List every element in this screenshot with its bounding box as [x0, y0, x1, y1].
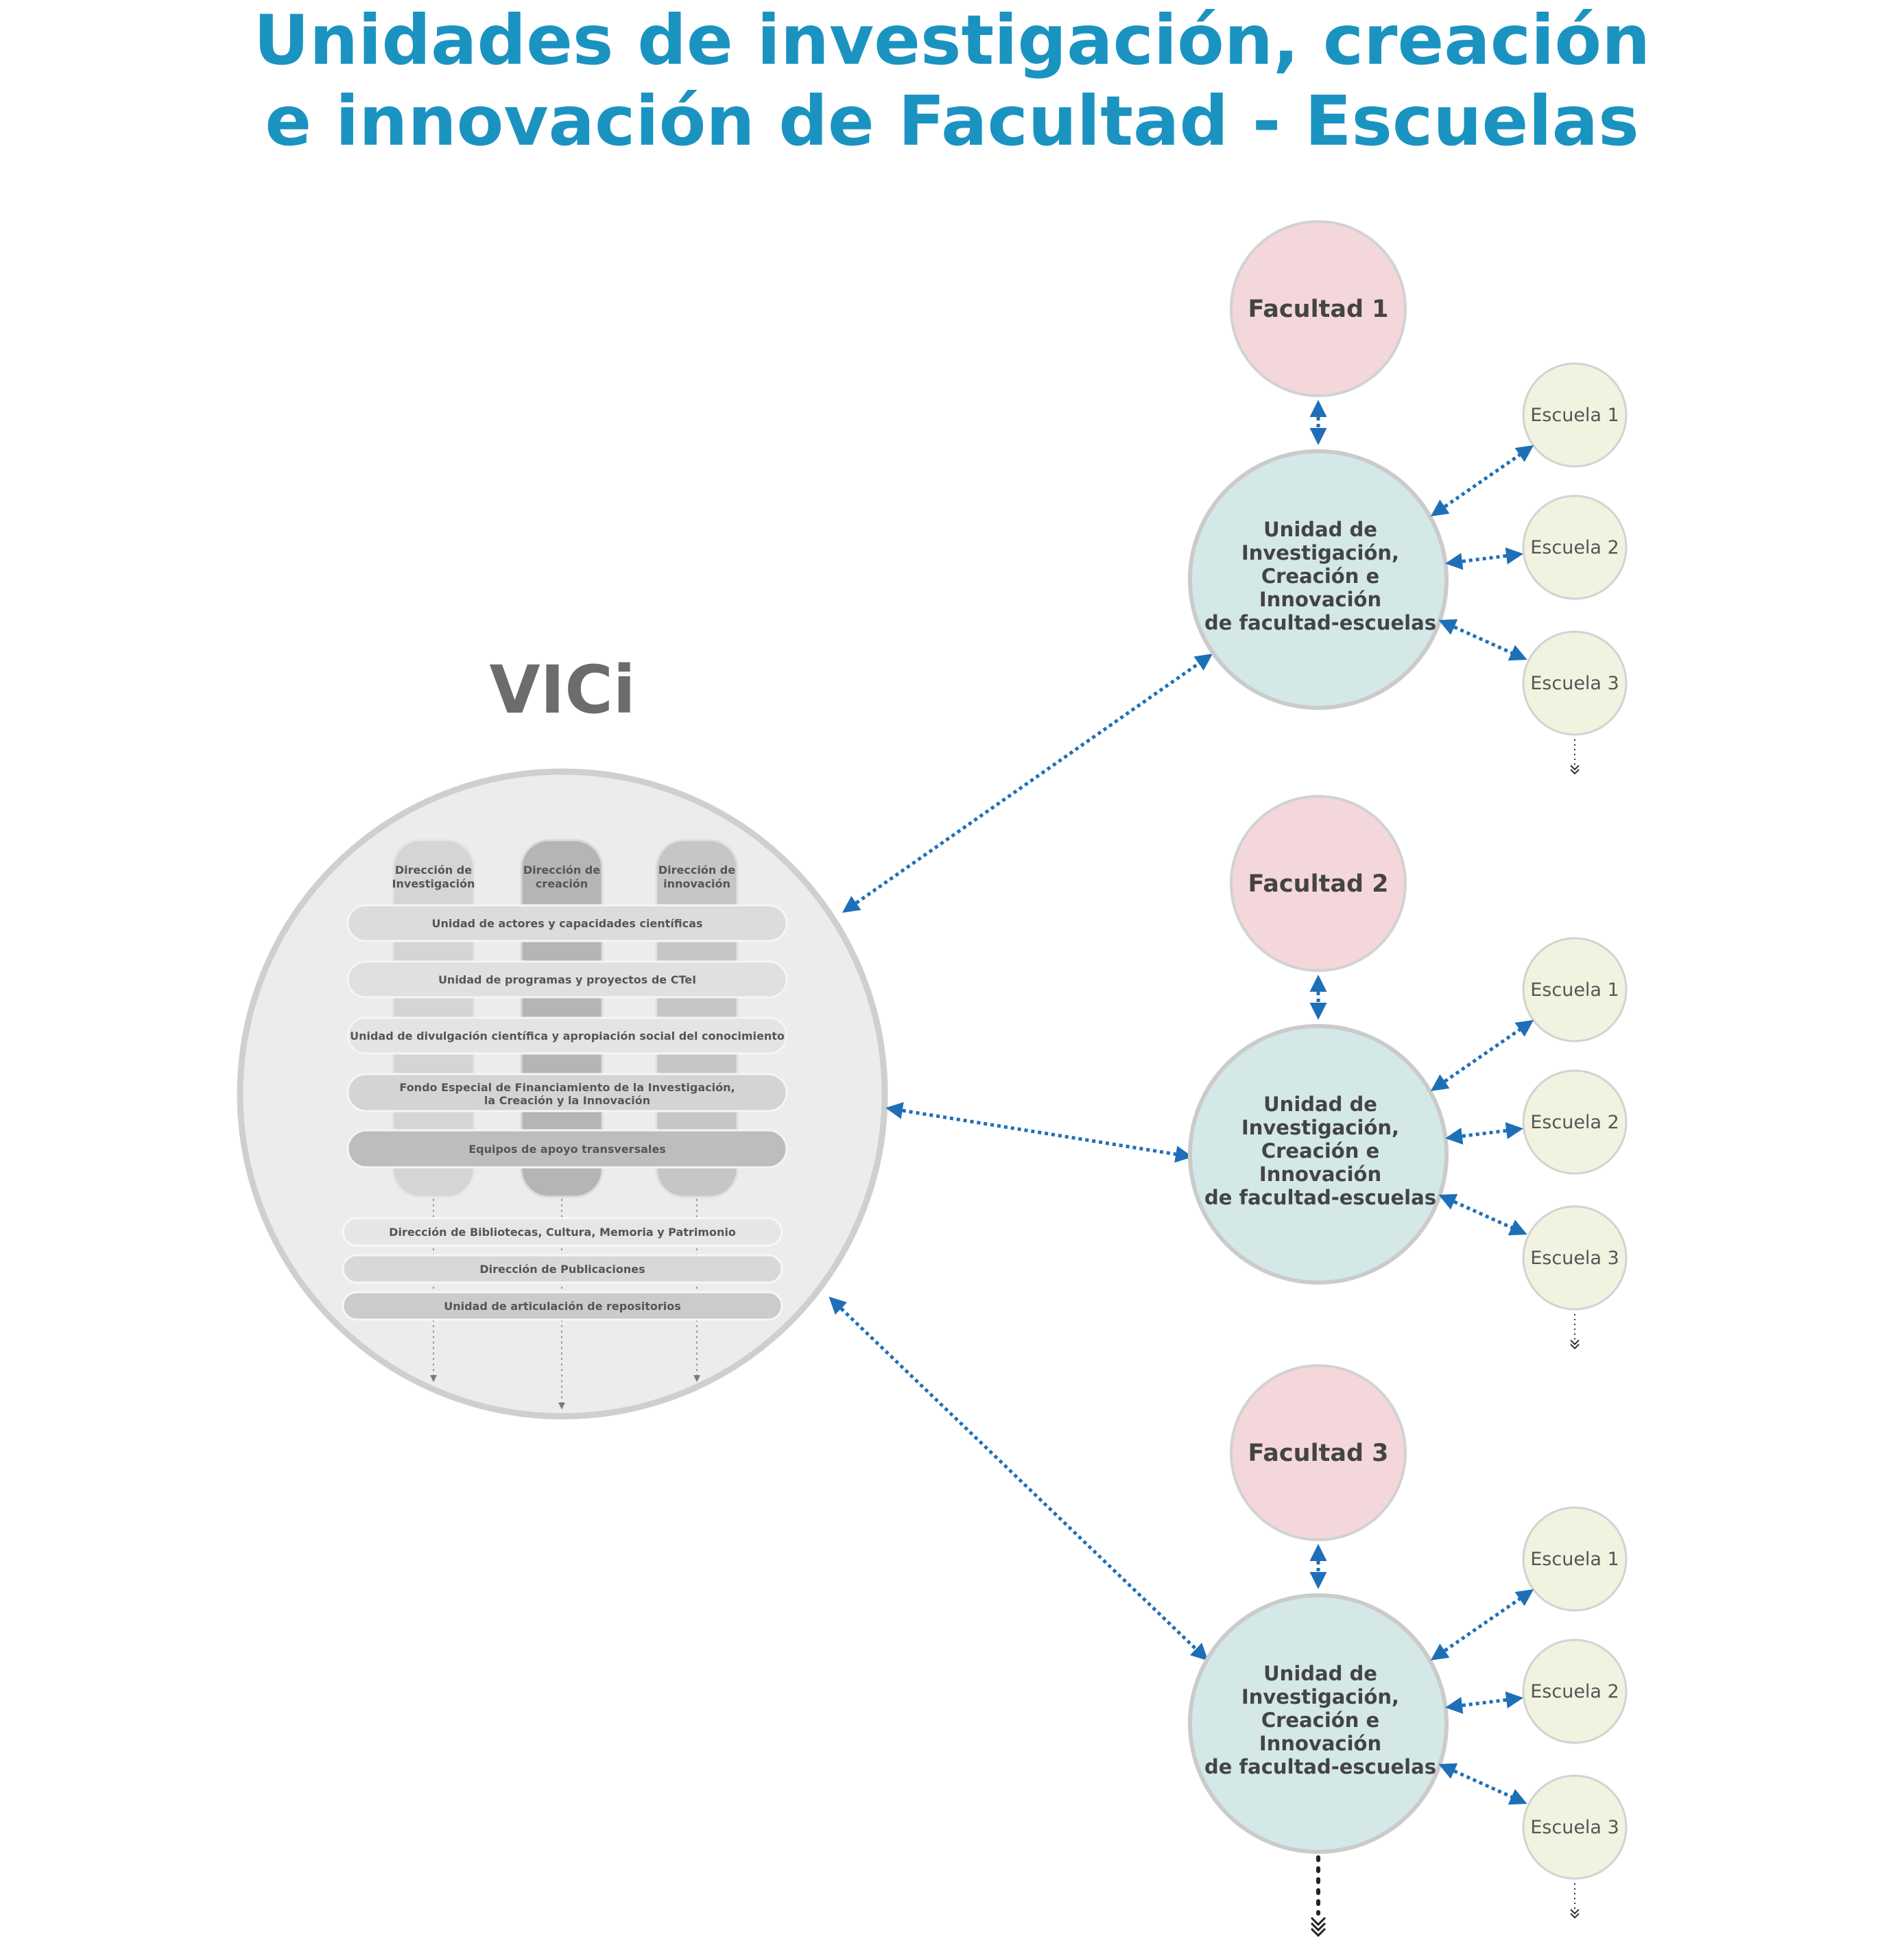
continuation-chevron [1570, 1339, 1580, 1350]
escuela-label: Escuela 3 [1530, 673, 1619, 694]
unidad-label: Creación e [1261, 1139, 1379, 1163]
unidad-label: Creación e [1261, 1708, 1379, 1732]
unidad-circle [1188, 1024, 1449, 1285]
lower-bar [342, 1254, 783, 1284]
escuela-circle [1522, 1639, 1628, 1744]
connection-arrow [885, 1102, 1193, 1163]
facultad-circle [1230, 220, 1407, 397]
unit-bar-label: Unidad de divulgación científica y aprop… [350, 1029, 785, 1043]
facultad-group-3: Facultad 3 Unidad de Investigación, Crea… [1188, 1364, 1628, 1938]
connection-arrow [1438, 619, 1527, 661]
unidad-label: Investigación, [1241, 1685, 1399, 1708]
facultad-group-2: Facultad 2 Unidad de Investigación, Crea… [1188, 795, 1628, 1350]
connection-arrow [1438, 1193, 1527, 1236]
continuation-chevron [1570, 1909, 1580, 1919]
escuela-label: Escuela 1 [1530, 405, 1619, 426]
unit-bar [346, 1073, 788, 1112]
escuela-label: Escuela 1 [1530, 1549, 1619, 1570]
lower-bar [342, 1291, 783, 1321]
escuela-circle [1522, 1774, 1628, 1880]
unidad-label: Innovación [1259, 1163, 1381, 1186]
unit-bar [346, 960, 788, 999]
escuela-circle [1522, 1205, 1628, 1311]
escuela-label: Escuela 2 [1530, 1112, 1619, 1133]
direction-label: innovación [663, 877, 730, 890]
vici-label: VICi [489, 652, 636, 728]
unit-bar-label: Unidad de programas y proyectos de CTeI [438, 973, 696, 986]
unit-bars: Unidad de actores y capacidades científi… [346, 904, 788, 1169]
escuela-label: Escuela 1 [1530, 979, 1619, 1001]
facultad-label: Facultad 1 [1248, 296, 1388, 323]
lower-bar-label: Dirección de Bibliotecas, Cultura, Memor… [389, 1226, 736, 1239]
unit-bar-label: la Creación y la Innovación [484, 1094, 650, 1107]
continuation-chevron [1570, 765, 1580, 775]
unidad-label: Innovación [1259, 1732, 1381, 1755]
unit-bar [346, 1016, 788, 1055]
connection-arrow [1430, 1020, 1534, 1091]
unidad-label: Investigación, [1241, 541, 1399, 564]
vici-connections [829, 654, 1213, 1661]
connection-arrow [1445, 1691, 1523, 1714]
unit-bar [346, 1129, 788, 1169]
lower-bars: Dirección de Bibliotecas, Cultura, Memor… [342, 1217, 783, 1321]
unidad-label: Unidad de [1263, 1093, 1377, 1116]
unit-bar-label: Unidad de actores y capacidades científi… [432, 917, 703, 930]
continuation-chevron [1310, 1916, 1326, 1938]
direction-label: Dirección de [523, 864, 600, 877]
title-line-1: Unidades de investigación, creación [253, 0, 1651, 80]
facultad-circle [1230, 795, 1407, 972]
connection-arrow [1445, 1122, 1523, 1145]
direction-label: Investigación [392, 877, 475, 890]
unidad-label: de facultad-escuelas [1204, 1755, 1436, 1778]
connection-arrow [1438, 1763, 1527, 1805]
connection-arrow [1430, 1589, 1534, 1660]
escuela-circle [1522, 937, 1628, 1043]
unidad-circle [1188, 1593, 1449, 1854]
unidad-label: Unidad de [1263, 518, 1377, 541]
unidad-label: de facultad-escuelas [1204, 611, 1436, 634]
connection-arrow [1445, 547, 1523, 570]
lower-bar-label: Dirección de Publicaciones [479, 1263, 645, 1276]
unidad-label: Unidad de [1263, 1662, 1377, 1685]
escuela-label: Escuela 3 [1530, 1248, 1619, 1269]
unit-bar [346, 904, 788, 942]
unidad-label: Investigación, [1241, 1116, 1399, 1139]
connection-arrow [842, 654, 1213, 913]
diagram-title: Unidades de investigación, creación e in… [0, 0, 1904, 162]
escuela-label: Escuela 2 [1530, 1681, 1619, 1702]
connection-arrow [829, 1296, 1209, 1661]
direction-label: creación [536, 877, 588, 890]
escuela-label: Escuela 2 [1530, 537, 1619, 558]
column-down-arrowheads [430, 1375, 700, 1409]
facultad-label: Facultad 2 [1248, 870, 1388, 898]
escuela-circle [1522, 630, 1628, 736]
direction-label: Dirección de [658, 864, 735, 877]
unidad-label: de facultad-escuelas [1204, 1186, 1436, 1209]
unit-bar-label: Fondo Especial de Financiamiento de la I… [399, 1081, 735, 1094]
lower-bar [342, 1217, 783, 1247]
connection-arrow [1430, 445, 1534, 516]
escuela-circle [1522, 362, 1628, 468]
title-line-2: e innovación de Facultad - Escuelas [265, 81, 1639, 161]
unidad-label: Creación e [1261, 564, 1379, 588]
escuela-circle [1522, 495, 1628, 600]
unidad-label: Innovación [1259, 588, 1381, 611]
lower-bar-label: Unidad de articulación de repositorios [444, 1300, 681, 1313]
escuela-label: Escuela 3 [1530, 1817, 1619, 1838]
facultad-circle [1230, 1364, 1407, 1541]
facultad-group-1: Facultad 1 Unidad de Investigación, Crea… [1188, 220, 1628, 775]
facultad-label: Facultad 3 [1248, 1440, 1388, 1467]
unidad-circle [1188, 449, 1449, 710]
unit-bar-label: Equipos de apoyo transversales [468, 1143, 666, 1156]
direction-label: Dirección de [395, 864, 472, 877]
escuela-circle [1522, 1506, 1628, 1612]
escuela-circle [1522, 1069, 1628, 1175]
